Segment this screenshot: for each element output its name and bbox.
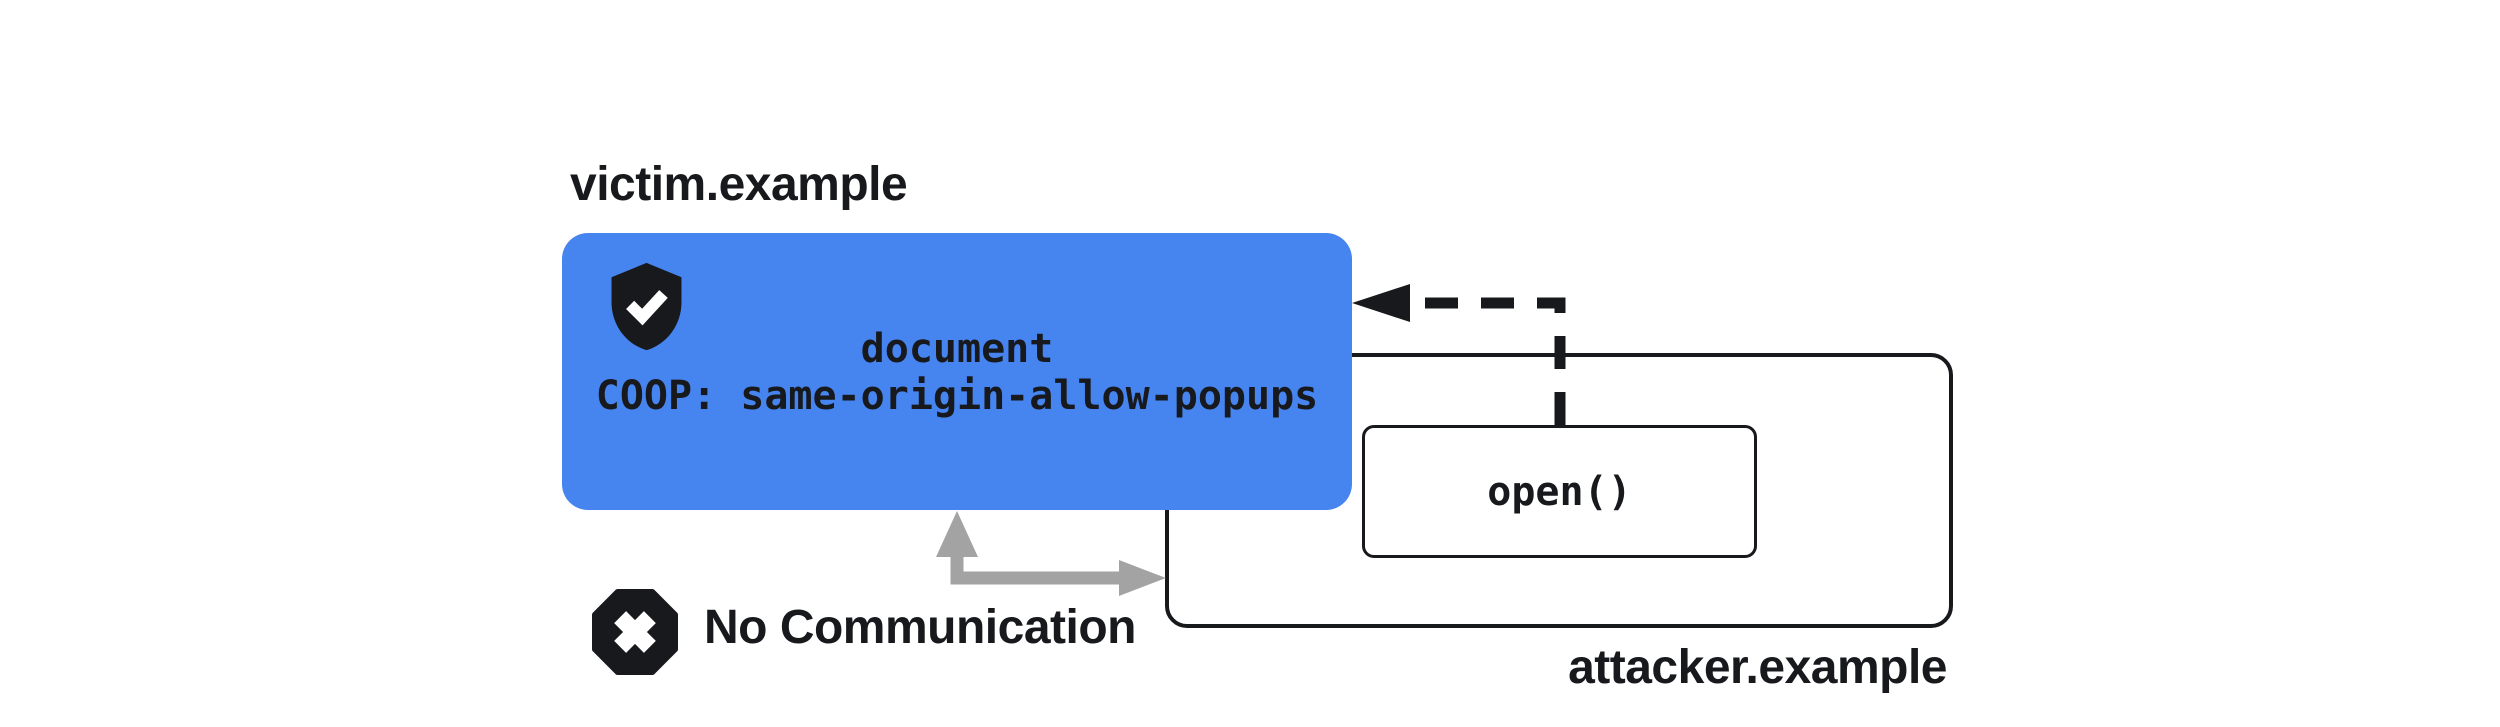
victim-document-box: document COOP: same-origin-allow-popups (562, 233, 1352, 510)
open-call-label: open() (1487, 468, 1632, 515)
x-octagon-icon (592, 589, 678, 675)
document-label: document (860, 326, 1054, 372)
no-communication-label: No Communication (704, 601, 1137, 654)
blocked-communication-arrow (936, 511, 1166, 596)
victim-document-text: document COOP: same-origin-allow-popups (562, 326, 1352, 420)
shield-check-icon (611, 262, 682, 351)
coop-header-label: COOP: same-origin-allow-popups (595, 373, 1319, 419)
attacker-domain-label: attacker.example (1568, 641, 1947, 694)
open-call-box: open() (1362, 425, 1757, 558)
victim-domain-label: victim.example (570, 158, 908, 211)
